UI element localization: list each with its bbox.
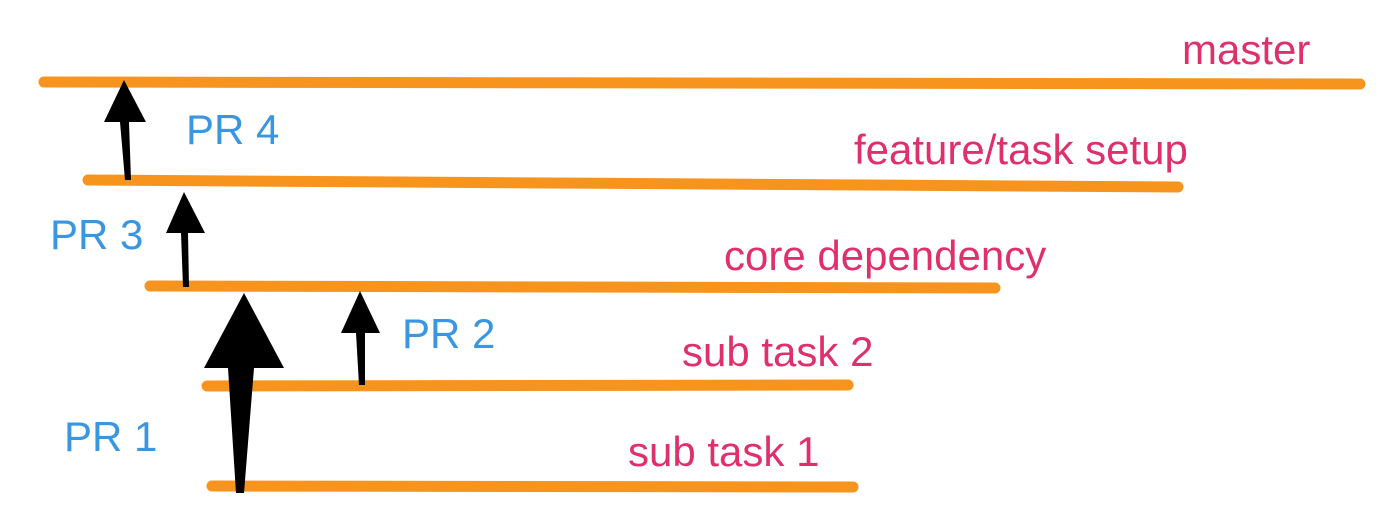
pr1-label: PR 1 [64,413,157,460]
pr4-label: PR 4 [186,106,279,153]
core-dependency-label: core dependency [724,232,1046,279]
pr3-arrow [166,192,205,287]
branch-labels: master feature/task setup core dependenc… [628,26,1310,475]
pr-arrows [104,80,380,493]
sub-task-2-branch-line [201,379,854,392]
master-label: master [1182,26,1310,73]
pr2-label: PR 2 [402,310,495,357]
pr1-arrow [204,293,284,493]
pr2-arrow [341,291,380,385]
core-dependency-branch-line [144,280,1001,294]
feature-task-setup-branch-line [82,174,1184,193]
branch-lines [38,76,1366,493]
master-branch-line [38,76,1366,90]
pr4-arrow [104,80,146,180]
pr3-label: PR 3 [50,211,143,258]
sub-task-1-branch-line [206,480,859,493]
feature-task-setup-label: feature/task setup [854,126,1188,173]
sub-task-2-label: sub task 2 [682,328,873,375]
sub-task-1-label: sub task 1 [628,428,819,475]
pr-labels: PR 4 PR 3 PR 2 PR 1 [50,106,495,460]
